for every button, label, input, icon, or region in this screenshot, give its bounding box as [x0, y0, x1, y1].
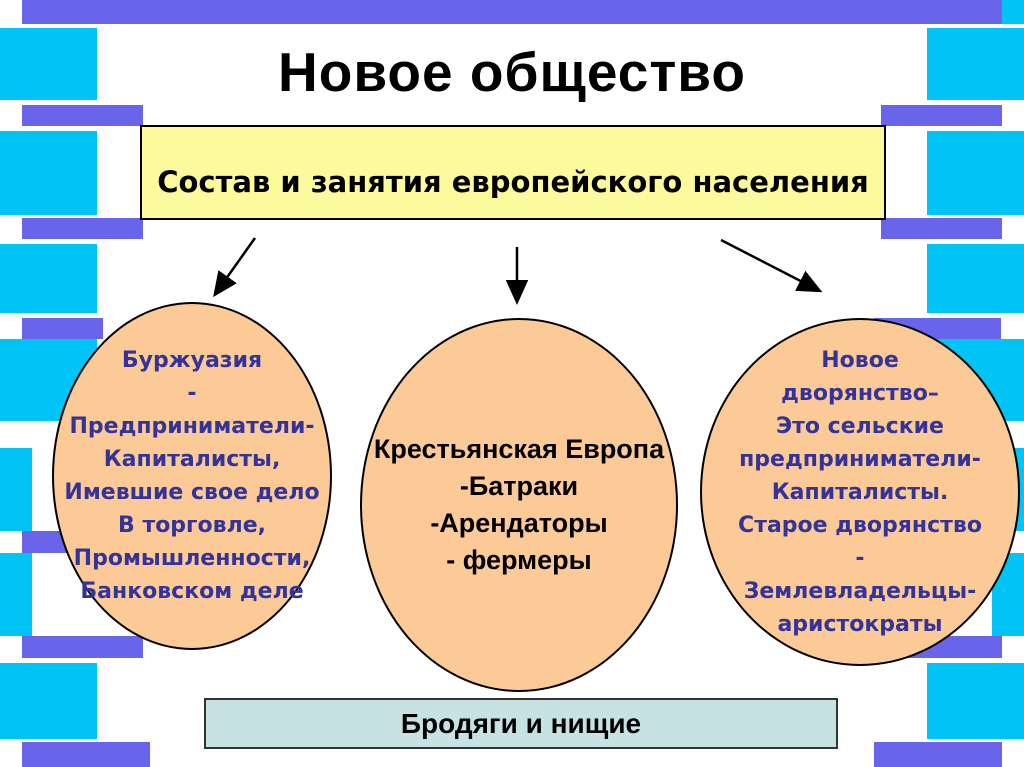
deco-block [22, 105, 143, 126]
ellipse-text-line: аристократы [777, 611, 943, 637]
ellipse-text-line: Имевшие свое дело [64, 480, 320, 505]
deco-block [881, 105, 1002, 126]
ellipse-text-line: Капиталисты. [771, 479, 949, 505]
deco-block [0, 131, 97, 215]
ellipse-text-line: Предприниматели- [69, 414, 315, 439]
ellipse-text-line: Старое дворянство [738, 512, 982, 538]
ellipse-text-line: Банковском деле [80, 579, 304, 604]
ellipse-text-line: Крестьянская Европа [373, 434, 665, 464]
deco-block [927, 131, 1024, 215]
ellipse-text-line: -Батраки [459, 471, 579, 501]
deco-block [0, 244, 97, 313]
ellipse-text-line: Землевладельцы- [743, 578, 977, 604]
arrow-to-bourgeoisie-icon [213, 237, 257, 298]
deco-block [22, 318, 103, 339]
deco-block [927, 244, 1024, 313]
ellipse-text-line: Буржуазия [121, 348, 263, 373]
deco-block [0, 663, 97, 739]
deco-block [0, 28, 97, 100]
ellipse-nobility: Новое дворянство– Это сельские предприни… [700, 318, 1020, 666]
ellipse-bourgeoisie: Буржуазия - Предприниматели- Капиталисты… [52, 302, 332, 650]
deco-block [927, 28, 1024, 100]
ellipse-text-line: Капиталисты, [103, 447, 281, 472]
ellipse-text-line: Промышленности, [73, 546, 311, 571]
deco-block [22, 742, 150, 767]
ellipse-text-line: Новое [821, 347, 899, 373]
ellipse-text-line: В торговле, [118, 513, 266, 538]
ellipse-peasant-europe: Крестьянская Европа -Батраки -Арендаторы… [360, 318, 678, 692]
ellipse-text-line: -Арендаторы [430, 508, 608, 538]
vagrants-box: Бродяги и нищие [204, 698, 838, 749]
ellipse-text-line: предприниматели- [739, 446, 981, 472]
slide-title: Новое общество [278, 41, 746, 103]
subtitle-box: Состав и занятия европейского населения [140, 125, 886, 220]
deco-block [1002, 0, 1024, 24]
vagrants-text: Бродяги и нищие [400, 707, 642, 739]
deco-block [22, 0, 1002, 24]
ellipse-text-line: Это сельские [776, 413, 944, 439]
ellipse-text-line: дворянство– [781, 380, 939, 406]
subtitle-text: Состав и занятия европейского населения [157, 164, 869, 199]
arrow-to-nobility-icon [720, 238, 823, 293]
deco-block [881, 218, 1002, 239]
ellipse-text-line: - фермеры [446, 545, 592, 575]
deco-block [0, 448, 32, 531]
deco-block [874, 742, 1002, 767]
deco-block [927, 663, 1024, 739]
ellipse-text-line: - [187, 381, 197, 406]
deco-block [22, 218, 143, 239]
deco-block [22, 636, 143, 658]
deco-block [0, 553, 32, 636]
ellipse-text-line: - [855, 545, 865, 571]
